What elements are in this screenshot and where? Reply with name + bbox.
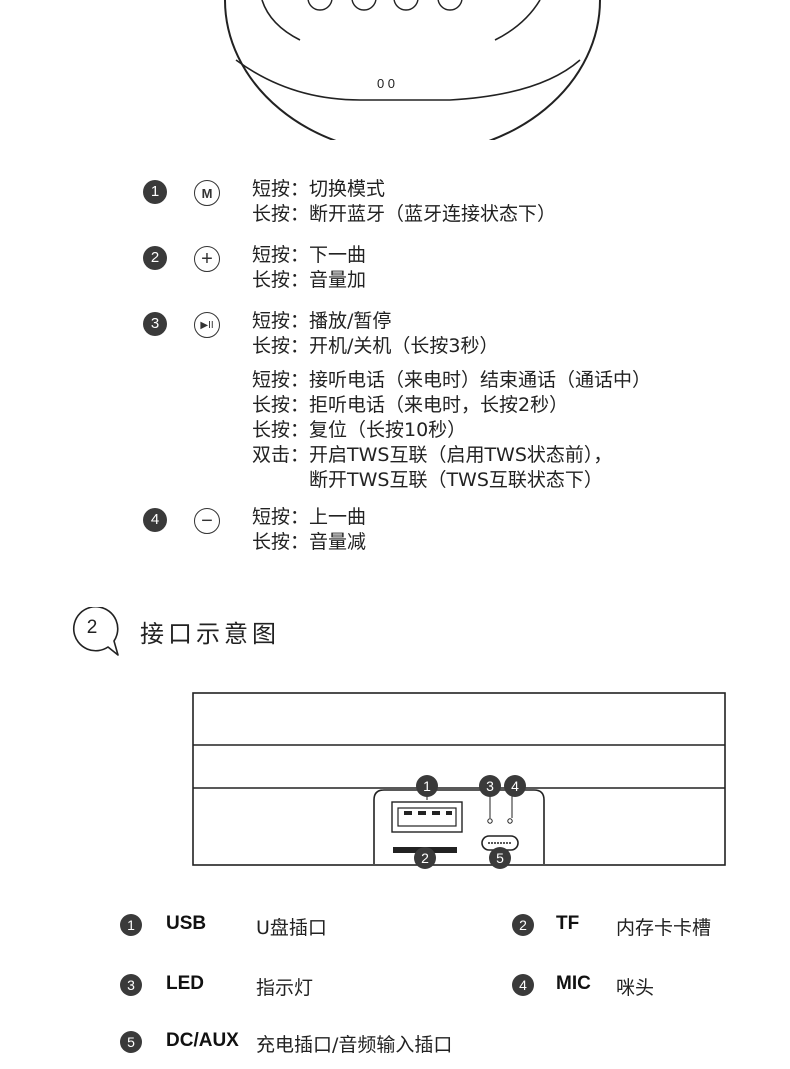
minus-button-icon: − (194, 508, 220, 534)
legend-code-usb: USB (166, 913, 207, 934)
legend-code-led: LED (166, 973, 204, 994)
legend-code-tf: TF (556, 913, 580, 934)
legend-number-2: 2 (512, 914, 534, 936)
svg-text:2: 2 (421, 850, 429, 866)
port-panel-diagram: 1 3 4 2 5 (192, 692, 726, 869)
plus-button-icon: + (194, 246, 220, 272)
legend-desc-led: 指示灯 (256, 977, 314, 999)
function-3-line-2: 长按：开机/关机（长按3秒） (252, 335, 499, 357)
svg-text:4: 4 (511, 778, 519, 794)
legend-number-5: 5 (120, 1031, 142, 1053)
function-1-line-1: 短按：切换模式 (252, 178, 386, 200)
legend-desc-dc-aux: 充电插口/音频输入插口 (256, 1034, 453, 1056)
mic-icon (507, 818, 513, 824)
panel-marker-4: 4 (504, 775, 526, 797)
legend-code-mic: MIC (556, 973, 591, 994)
legend-number-4: 4 (512, 974, 534, 996)
function-number-4: 4 (143, 508, 167, 532)
plus-button-top-icon (351, 0, 377, 11)
svg-text:5: 5 (496, 850, 504, 866)
function-3-extra-line-2: 长按：拒听电话（来电时，长按2秒） (252, 394, 569, 416)
m-button-top-icon (307, 0, 333, 11)
legend-number-3: 3 (120, 974, 142, 996)
function-4-line-1: 短按：上一曲 (252, 506, 367, 528)
svg-text:3: 3 (486, 778, 494, 794)
legend-number-1: 1 (120, 914, 142, 936)
play-pause-button-top-icon (393, 0, 419, 11)
panel-marker-1: 1 (416, 775, 438, 797)
panel-marker-5: 5 (489, 847, 511, 869)
legend-desc-tf: 内存卡卡槽 (616, 917, 712, 939)
function-1-line-2: 长按：断开蓝牙（蓝牙连接状态下） (252, 203, 557, 225)
led-icon (487, 818, 493, 824)
legend-code-dc-aux: DC/AUX (166, 1030, 239, 1051)
section-title: 接口示意图 (140, 620, 280, 648)
device-indicator-text: 0 0 (377, 76, 395, 91)
play-pause-button-icon: ▶II (194, 312, 220, 338)
function-number-3: 3 (143, 312, 167, 336)
function-3-line-1: 短按：播放/暂停 (252, 310, 392, 332)
function-3-extra-line-4: 双击：开启TWS互联（启用TWS状态前）， (252, 444, 613, 466)
function-3-extra-line-3: 长按：复位（长按10秒） (252, 419, 467, 441)
legend-desc-usb: U盘插口 (256, 917, 327, 939)
function-number-1: 1 (143, 180, 167, 204)
function-2-text: 短按：下一曲 长按：音量加 (252, 243, 366, 293)
section-number: 2 (86, 617, 98, 638)
function-1-text: 短按：切换模式 长按：断开蓝牙（蓝牙连接状态下） (252, 177, 556, 227)
function-4-line-2: 长按：音量减 (252, 531, 367, 553)
panel-marker-2: 2 (414, 847, 436, 869)
function-2-line-2: 长按：音量加 (252, 269, 367, 291)
function-4-text: 短按：上一曲 长按：音量减 (252, 505, 366, 555)
function-2-line-1: 短按：下一曲 (252, 244, 367, 266)
m-button-icon: M (194, 180, 220, 206)
function-3-extra-line-1: 短按：接听电话（来电时）结束通话（通话中） (252, 369, 652, 391)
function-3-text: 短按：播放/暂停 长按：开机/关机（长按3秒） (252, 309, 499, 359)
legend-desc-mic: 咪头 (616, 977, 655, 999)
speaker-top-illustration: 0 0 (224, 0, 601, 140)
svg-text:1: 1 (423, 778, 431, 794)
usb-port-icon (391, 801, 463, 833)
speech-bubble-icon (73, 607, 119, 656)
panel-marker-3: 3 (479, 775, 501, 797)
minus-button-top-icon (437, 0, 463, 11)
function-3-extra-text: 短按：接听电话（来电时）结束通话（通话中） 长按：拒听电话（来电时，长按2秒） … (252, 368, 651, 493)
function-3-extra-line-5: 断开TWS互联（TWS互联状态下） (252, 469, 603, 491)
function-number-2: 2 (143, 246, 167, 270)
